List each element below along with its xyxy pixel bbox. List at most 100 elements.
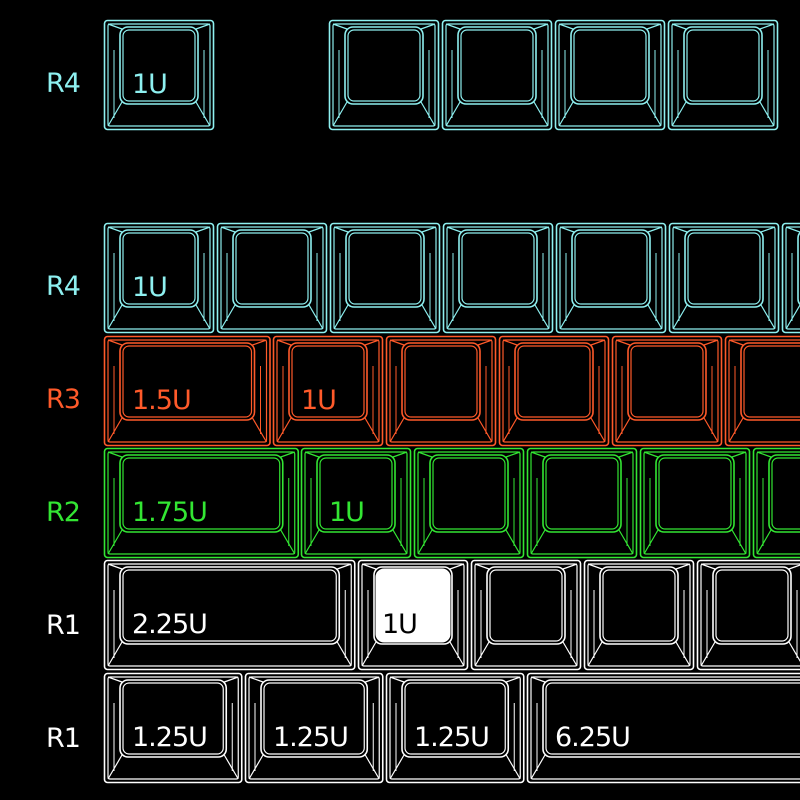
keycap-top [119,454,284,533]
keycap-bevel [675,641,691,667]
keycap-rim [304,451,408,555]
row-label: R4 [46,68,81,99]
keycap-outline [216,222,328,334]
keycap-rim [530,676,800,780]
keycap: 1U [300,447,412,559]
keycap-outline [103,335,271,447]
keycap: 2.25U [103,559,356,671]
row-label: R3 [46,384,81,415]
keycap-top-inner [404,345,478,418]
keycap [328,19,440,131]
keycap [329,222,441,334]
keycap-bevel [280,529,296,555]
keycap [498,335,610,447]
keycap-bevel [731,529,747,555]
keycap-rim [248,676,380,780]
keycap-bevel [534,226,550,233]
keycap-bevel [107,226,123,233]
keycap-bevel [280,451,295,458]
keycap-rim [728,339,800,443]
keycap-bevel [107,304,123,330]
keycap-top [514,342,594,421]
keycap-top [683,26,763,105]
keycap-bevel [760,304,776,330]
keycap-outline [103,447,300,559]
keycap-top [570,26,650,105]
keycap-bevel [590,339,606,346]
keycap-bevel [502,417,518,443]
keycap-bevel [449,641,465,667]
keycap-bevel [587,563,603,570]
keycap-bevel [251,417,268,443]
keycap-outline [329,222,441,334]
keycap-bevel [224,676,239,683]
keycap-top-inner [715,569,789,642]
keycap: 1.5U [103,335,271,447]
keycap-rim [671,23,775,127]
keycap-top-inner [432,457,506,530]
keycap-rim [389,339,493,443]
keycap [554,19,666,131]
keycap-size-label: 6.25U [555,722,630,753]
keycap-outline [103,559,356,671]
keycap-bevel [728,339,744,346]
keycap-bevel [506,676,521,683]
keycap-bevel [756,529,772,555]
keycap-outline [103,222,215,334]
keycap-bevel [107,23,123,30]
keycap: 1.25U [103,672,243,784]
keycap-top-inner [545,682,800,755]
keycap-top-inner [489,569,563,642]
keycap-top [401,679,510,758]
keycap-bevel [420,23,436,30]
keycap-bevel [446,304,462,330]
keycap [441,19,553,131]
keycap-bevel [417,451,433,458]
keycap-outline [103,19,215,131]
keycap-bevel [671,101,687,127]
keycap-size-label: 1.75U [132,497,207,528]
keycap-bevel [700,641,716,667]
keycap-top-inner [574,232,648,305]
keycap-outline [103,672,243,784]
keycap-bevel [477,339,493,346]
keycap-outline [357,559,469,671]
keycap-top-inner [771,457,800,530]
keycap-top [373,566,453,645]
keycap-bevel [703,339,719,346]
keycap-bevel [304,529,320,555]
keycap-bevel [643,529,659,555]
keycap-outline [526,447,638,559]
keycap-bevel [788,641,800,663]
keycap-top [458,229,538,308]
keycap-bevel [220,304,236,330]
keycap-rim [756,451,800,555]
keycap-bevel [248,676,264,683]
keycap-top-inner [545,457,619,530]
keycap-rim [333,226,437,330]
keycap-bevel [333,304,349,330]
keycap-bevel [533,101,549,127]
keycap-bevel [276,417,292,443]
keycap-bevel [195,23,211,30]
keycap-bevel [195,226,211,233]
keycap-top [345,229,425,308]
keycap-outline [611,335,723,447]
keycap-bevel [562,563,578,570]
keycap-bevel [785,226,800,233]
keycap-top-inner [517,345,591,418]
keycap-bevel [364,417,380,443]
keycap: 1U [357,559,469,671]
keycap-bevel [333,226,349,233]
keycap-bevel [533,23,549,30]
keycap-bevel [445,23,461,30]
keycap-size-label: 1U [382,609,417,640]
keycap-bevel [646,101,662,127]
keycap-top-inner [348,232,422,305]
keycap-rim [107,226,211,330]
keycap-bevel [615,339,631,346]
keycap-size-label: 1U [132,69,167,100]
keycap-bevel [647,226,663,233]
keycap-bevel [530,676,546,683]
